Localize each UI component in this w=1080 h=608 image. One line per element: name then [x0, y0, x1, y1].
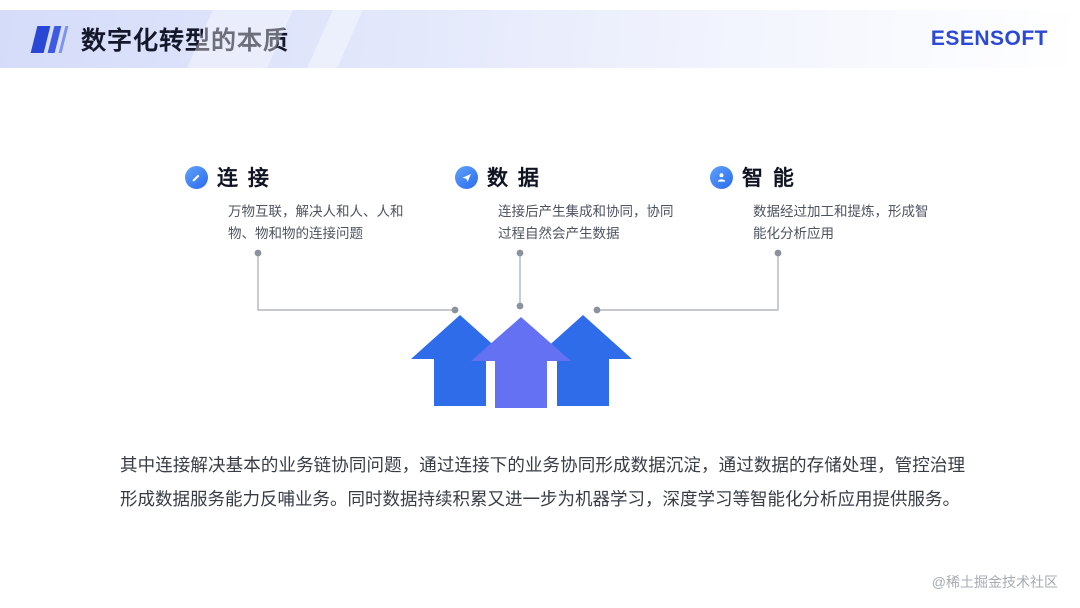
concept-intelligence-head: 智 能 [710, 162, 958, 192]
concept-connection-head: 连 接 [185, 162, 427, 192]
concept-intelligence-title: 智 能 [742, 167, 796, 190]
concept-intelligence-desc: 数据经过加工和提炼，形成智能化分析应用 [753, 204, 929, 241]
esensoft-logo: ESENSOFT [930, 27, 1048, 50]
up-arrow-right [534, 315, 632, 406]
paper-plane-icon [455, 165, 478, 189]
pen-icon [185, 165, 208, 189]
concept-connection-desc: 万物互联，解决人和人、人和物、物和物的连接问题 [228, 204, 404, 241]
watermark: @稀土掘金技术社区 [931, 574, 1058, 590]
concept-intelligence: 智 能 数据经过加工和提炼，形成智能化分析应用 [710, 162, 958, 245]
title-bars-icon [30, 25, 69, 53]
header-stripe [187, 10, 293, 68]
header-stripe [307, 10, 363, 68]
up-arrow-middle [471, 317, 571, 408]
concept-data: 数 据 连接后产生集成和协同，协同过程自然会产生数据 [455, 162, 697, 245]
up-arrow-left [411, 315, 509, 406]
concept-connection: 连 接 万物互联，解决人和人、人和物、物和物的连接问题 [185, 162, 427, 245]
user-icon [710, 165, 733, 189]
concept-data-title: 数 据 [487, 167, 541, 190]
slide-header: 数字化转型的本质 ESENSOFT [0, 10, 1080, 68]
concept-connection-title: 连 接 [217, 167, 271, 190]
concept-data-head: 数 据 [455, 162, 697, 192]
connector-lines [257, 254, 779, 311]
summary-paragraph: 其中连接解决基本的业务链协同问题，通过连接下的业务协同形成数据沉淀，通过数据的存… [120, 454, 965, 509]
concept-data-desc: 连接后产生集成和协同，协同过程自然会产生数据 [498, 204, 674, 241]
page-title: 数字化转型的本质 [81, 27, 290, 55]
connector-dots [254, 249, 782, 314]
